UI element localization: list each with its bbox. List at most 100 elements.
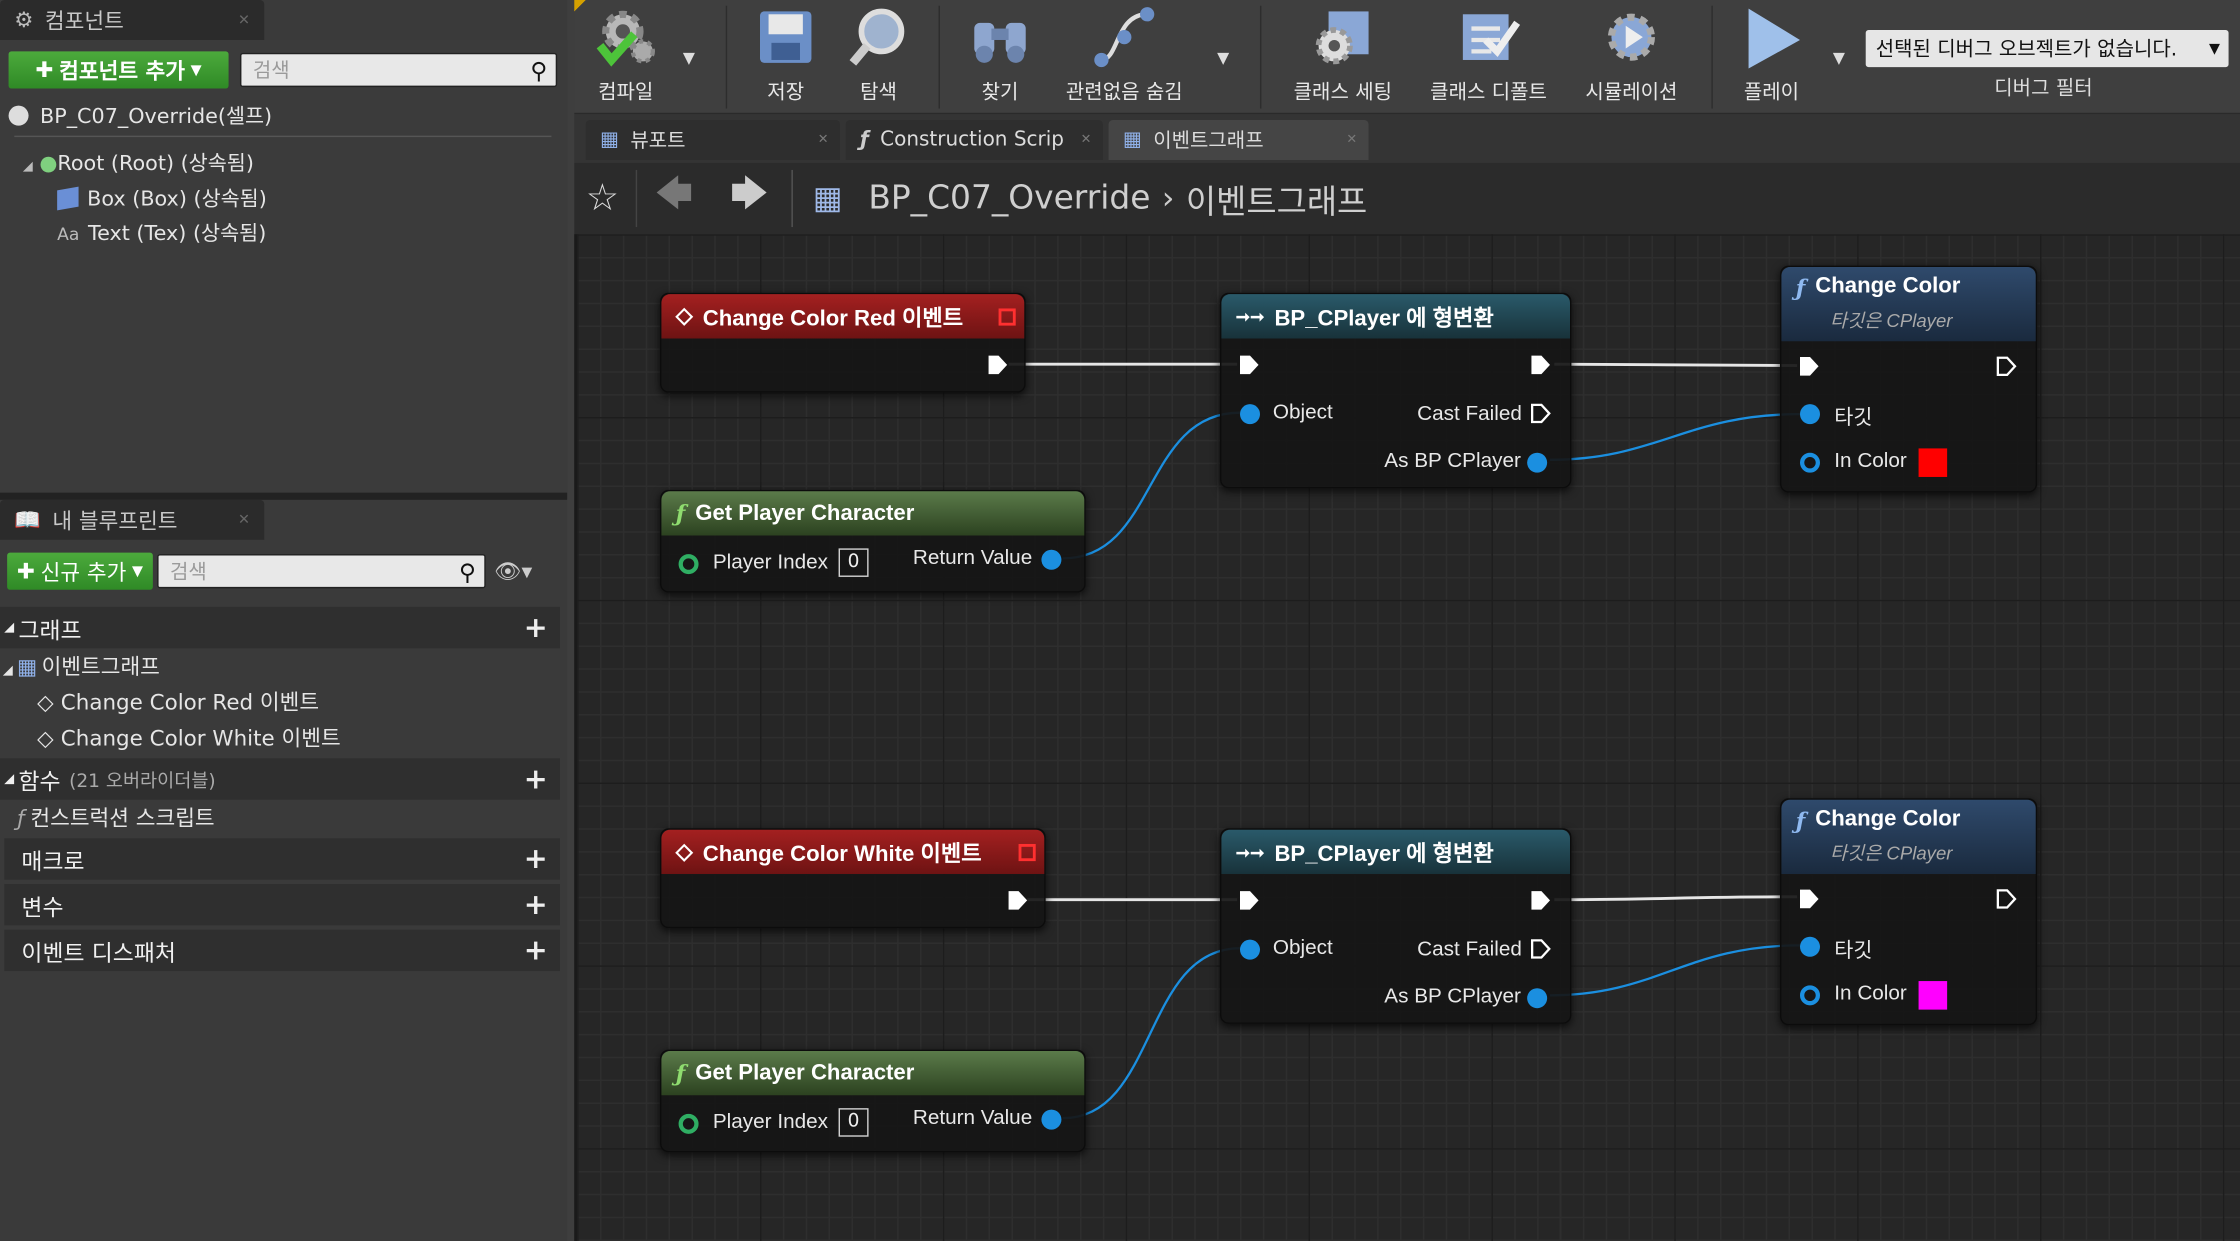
add-new-button[interactable]: ✚신규 추가▼: [7, 552, 153, 590]
tab-components[interactable]: ⚙ 컴포넌트 ✕: [0, 0, 265, 40]
hide-options-arrow-icon[interactable]: ▼: [1217, 48, 1230, 68]
object-pin[interactable]: [1239, 404, 1260, 425]
tab-close-icon[interactable]: ✕: [1346, 132, 1358, 148]
add-variable-plus-icon[interactable]: +: [523, 886, 548, 922]
exec-in-pin[interactable]: [1239, 354, 1260, 375]
tab-close-icon[interactable]: ✕: [238, 12, 250, 28]
favorite-star-icon[interactable]: ☆: [585, 177, 620, 220]
tree-item-box[interactable]: Box (Box) (상속됨): [57, 183, 267, 213]
add-function-plus-icon[interactable]: +: [523, 761, 548, 796]
return-value-pin[interactable]: [1041, 1109, 1062, 1130]
exec-out-pin[interactable]: [1007, 890, 1028, 911]
back-arrow-icon[interactable]: 🡄: [654, 172, 694, 216]
splitter[interactable]: [0, 492, 568, 500]
tab-close-icon[interactable]: ✕: [817, 132, 829, 148]
play-button[interactable]: 플레이: [1729, 0, 1815, 114]
tab-close-icon[interactable]: ✕: [1080, 132, 1092, 148]
delegate-pin-icon[interactable]: [998, 307, 1016, 325]
cast-failed-pin[interactable]: [1530, 403, 1551, 424]
target-pin[interactable]: [1799, 936, 1820, 957]
event-item-red[interactable]: ◇Change Color Red 이벤트: [37, 687, 319, 717]
view-options-eye-icon[interactable]: 👁▾: [494, 558, 533, 585]
component-search-input[interactable]: 검색⚲: [239, 52, 558, 88]
tree-item-root[interactable]: ◢ ●Root (Root) (상속됨): [23, 147, 254, 177]
node-header: ◇Change Color Red 이벤트: [661, 294, 1025, 339]
exec-in-pin[interactable]: [1239, 890, 1260, 911]
event-node-white[interactable]: ◇Change Color White 이벤트: [659, 828, 1046, 929]
self-item[interactable]: BP_C07_Override(셀프): [8, 100, 273, 130]
tab-close-icon[interactable]: ✕: [238, 511, 250, 528]
add-graph-plus-icon[interactable]: +: [523, 609, 548, 645]
class-defaults-icon: [1462, 14, 1521, 60]
cast-node-2[interactable]: ➞➞BP_CPlayer 에 형변환 Object Cast Failed As…: [1219, 828, 1572, 1024]
toolbar: 컴파일 ▼ 저장 탐색 찾기 관련없음 숨김 ▼ 클래스 세팅 클래스 디폴트 …: [574, 0, 2240, 115]
color-swatch-magenta[interactable]: [1918, 981, 1948, 1010]
exec-in-pin[interactable]: [1799, 888, 1820, 909]
exec-out-pin[interactable]: [987, 354, 1008, 375]
event-graph-item[interactable]: ◢▦이벤트그래프: [3, 651, 160, 681]
exec-in-pin[interactable]: [1799, 356, 1820, 377]
event-node-red[interactable]: ◇Change Color Red 이벤트: [659, 292, 1026, 393]
forward-arrow-icon[interactable]: 🡆: [730, 172, 769, 216]
browse-button[interactable]: 탐색: [836, 0, 922, 114]
save-button[interactable]: 저장: [743, 0, 829, 114]
cast-node-1[interactable]: ➞➞BP_CPlayer 에 형변환 Object Cast Failed As…: [1219, 292, 1572, 489]
category-variables[interactable]: 변수+: [4, 883, 560, 926]
cast-failed-label: Cast Failed: [1417, 938, 1522, 962]
debug-object-select[interactable]: 선택된 디버그 오브젝트가 없습니다.▼: [1865, 29, 2229, 68]
breadcrumb-graph[interactable]: 이벤트그래프: [1185, 184, 1368, 222]
blueprint-search-input[interactable]: 검색⚲: [157, 554, 486, 589]
tab-label: 이벤트그래프: [1153, 129, 1264, 153]
exec-out-pin[interactable]: [1996, 888, 2017, 909]
player-index-pin[interactable]: [678, 1113, 699, 1134]
divider: [14, 135, 552, 138]
find-button[interactable]: 찾기: [957, 0, 1043, 114]
delegate-pin-icon[interactable]: [1018, 843, 1036, 861]
as-player-pin[interactable]: [1527, 988, 1548, 1009]
category-macros[interactable]: 매크로+: [4, 838, 560, 880]
event-item-white[interactable]: ◇Change Color White 이벤트: [37, 723, 341, 753]
class-settings-button[interactable]: 클래스 세팅: [1280, 0, 1406, 114]
in-color-pin[interactable]: [1799, 985, 1820, 1006]
object-pin[interactable]: [1239, 939, 1260, 960]
player-index-input[interactable]: 0: [838, 1108, 869, 1137]
breadcrumb-bar: ☆ 🡄 🡆 ▦ BP_C07_Override › 이벤트그래프: [574, 162, 2240, 235]
player-index-input[interactable]: 0: [838, 548, 869, 577]
as-player-pin[interactable]: [1527, 452, 1548, 473]
tab-my-blueprint[interactable]: 📖 내 블루프린트 ✕: [0, 499, 265, 540]
target-pin[interactable]: [1799, 404, 1820, 425]
hide-unrelated-button[interactable]: 관련없음 숨김: [1054, 0, 1194, 114]
exec-out-pin[interactable]: [1996, 356, 2017, 377]
class-defaults-button[interactable]: 클래스 디폴트: [1420, 0, 1557, 114]
in-color-pin[interactable]: [1799, 452, 1820, 473]
expand-arrow-icon: ◢: [4, 771, 15, 787]
breadcrumb-blueprint[interactable]: BP_C07_Override: [868, 179, 1151, 218]
compile-options-arrow-icon[interactable]: ▼: [682, 48, 695, 68]
tab-event-graph[interactable]: ▦이벤트그래프✕: [1108, 119, 1369, 160]
add-component-button[interactable]: ✚컴포넌트 추가▼: [8, 51, 229, 89]
return-value-pin[interactable]: [1041, 549, 1062, 570]
add-dispatcher-plus-icon[interactable]: +: [523, 932, 548, 967]
tab-viewport[interactable]: ▦뷰포트✕: [585, 119, 840, 160]
exec-out-pin[interactable]: [1530, 890, 1551, 911]
player-index-pin[interactable]: [678, 554, 699, 575]
color-swatch-red[interactable]: [1918, 448, 1948, 477]
exec-out-pin[interactable]: [1530, 354, 1551, 375]
category-dispatchers[interactable]: 이벤트 디스패처+: [4, 929, 560, 972]
play-options-arrow-icon[interactable]: ▼: [1832, 48, 1845, 68]
category-functions[interactable]: ◢함수(21 오버라이더블)+: [0, 758, 560, 800]
cast-failed-pin[interactable]: [1530, 938, 1551, 959]
simulation-button[interactable]: 시뮬레이션: [1571, 0, 1691, 114]
magnifier-icon: [849, 8, 905, 66]
my-blueprint-tab-label: 내 블루프린트: [52, 507, 178, 534]
add-macro-plus-icon[interactable]: +: [523, 841, 548, 876]
compile-button[interactable]: 컴파일: [583, 0, 669, 114]
category-graphs[interactable]: ◢그래프+: [0, 606, 560, 649]
